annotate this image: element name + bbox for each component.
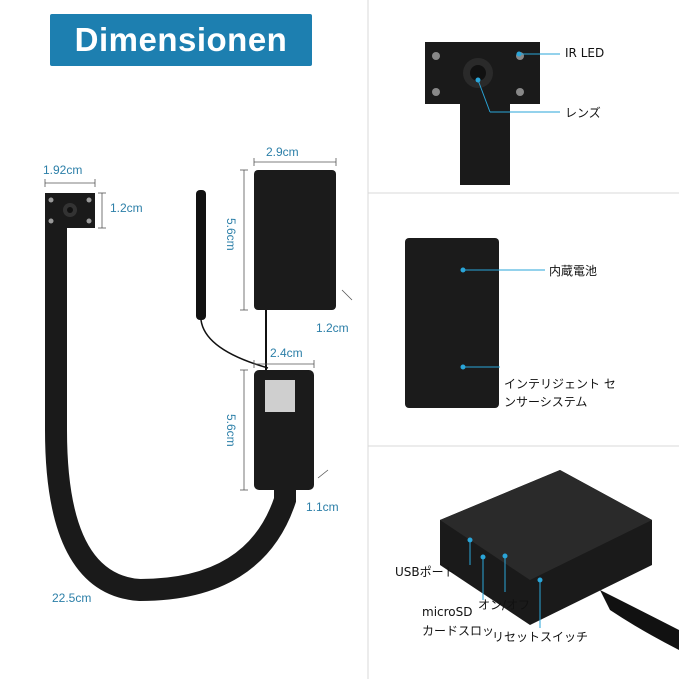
battery-label: 内蔵電池 xyxy=(549,264,598,278)
main-unit-perspective xyxy=(440,470,679,650)
title-text: Dimensionen xyxy=(74,21,288,58)
antenna xyxy=(196,190,206,320)
closeup-callout-lines xyxy=(475,51,560,113)
page-title: Dimensionen xyxy=(50,14,312,66)
cable-length-label: 22.5cm xyxy=(52,591,92,605)
battery-depth-label: 1.2cm xyxy=(316,321,349,335)
main-callout-lines xyxy=(467,537,543,628)
microsd-label-line1: microSD xyxy=(422,605,473,619)
battery-callout-lines xyxy=(460,267,545,370)
main-width-label: 2.4cm xyxy=(270,346,303,360)
usb-port-label: USBポート xyxy=(395,565,456,579)
main-depth-label: 1.1cm xyxy=(306,500,339,514)
lens-label: レンズ xyxy=(565,106,601,120)
ribbon-cable xyxy=(45,228,296,602)
battery-pack xyxy=(254,170,336,310)
module-dimension-lines xyxy=(44,179,106,229)
module-width-label: 1.92cm xyxy=(43,163,83,177)
module-height-label: 1.2cm xyxy=(110,201,143,215)
battery-closeup xyxy=(405,238,499,408)
camera-module-small xyxy=(45,193,95,228)
sensor-label-line1: インテリジェント セ xyxy=(504,377,616,391)
microsd-label-line2: カードスロッ xyxy=(422,624,495,638)
battery-width-label: 2.9cm xyxy=(266,145,299,159)
ir-led-label: IR LED xyxy=(565,46,605,60)
sensor-label-line2: ンサーシステム xyxy=(504,395,588,409)
main-dimension-lines xyxy=(240,360,329,491)
on-off-label: オン/オフ xyxy=(478,598,531,612)
reset-switch-label: リセットスイッチ xyxy=(492,630,589,644)
battery-dimension-lines xyxy=(240,158,353,311)
main-height-label: 5.6cm xyxy=(224,414,238,447)
camera-module-closeup xyxy=(425,42,540,185)
battery-height-label: 5.6cm xyxy=(224,218,238,251)
main-unit-label xyxy=(265,380,295,412)
